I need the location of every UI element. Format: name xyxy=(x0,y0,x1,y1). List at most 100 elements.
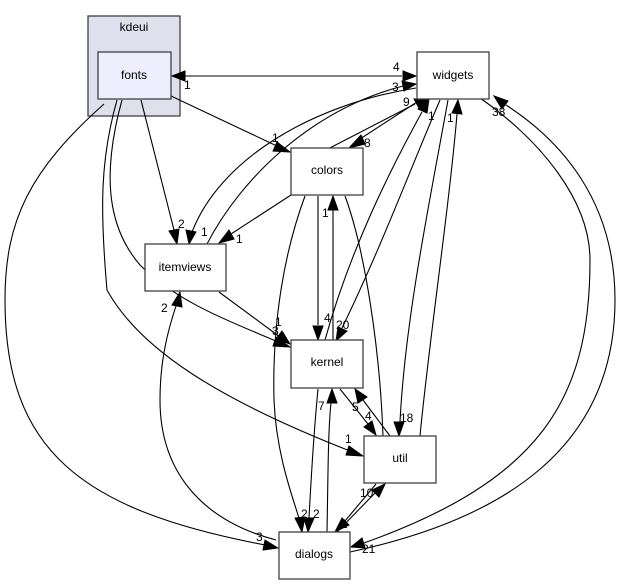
edge-dialogs-kernel[interactable] xyxy=(326,402,332,533)
edge-label: 1 xyxy=(345,432,352,446)
arrowhead xyxy=(217,229,235,244)
edge-label: 1 xyxy=(428,109,435,123)
edges: 1 4 1 2 3 1 3 3 1 9 8 xyxy=(4,60,616,556)
arrowhead xyxy=(312,325,324,342)
node-label: util xyxy=(392,451,407,465)
edge-itemviews-widgets[interactable] xyxy=(206,85,404,245)
edge-label: 21 xyxy=(362,542,376,556)
edge-fonts-kernel[interactable] xyxy=(109,99,279,343)
arrowhead xyxy=(363,420,377,437)
edge-itemviews-kernel[interactable] xyxy=(218,291,281,338)
edge-colors-util[interactable] xyxy=(344,195,384,437)
edge-label: 3 xyxy=(392,80,399,94)
edge-fonts-dialogs[interactable] xyxy=(4,103,266,546)
node-box[interactable] xyxy=(416,51,490,100)
edge-label: 1 xyxy=(201,225,208,239)
arrowhead xyxy=(168,228,180,246)
edge-label: 18 xyxy=(400,411,414,425)
edge-colors-dialogs[interactable] xyxy=(273,195,306,519)
arrowhead xyxy=(354,387,368,404)
node-fonts[interactable]: fonts xyxy=(97,51,172,100)
node-label: colors xyxy=(311,163,343,177)
node-itemviews[interactable]: itemviews xyxy=(144,243,227,292)
edge-util-dialogs[interactable] xyxy=(344,483,377,522)
edge-label: 20 xyxy=(336,318,350,332)
edge-dialogs-widgets[interactable] xyxy=(349,104,616,553)
node-label: itemviews xyxy=(159,260,212,274)
arrowhead xyxy=(262,539,280,551)
edge-util-kernel[interactable] xyxy=(362,399,391,437)
edge-label: 9 xyxy=(403,95,410,109)
edge-label: 8 xyxy=(364,136,371,150)
edge-label: 1 xyxy=(275,315,282,329)
edge-label: 1 xyxy=(447,111,454,125)
node-box[interactable] xyxy=(278,531,351,580)
edge-colors-widgets[interactable] xyxy=(321,103,416,153)
edge-widgets-dialogs[interactable] xyxy=(363,97,591,544)
edge-label: 10 xyxy=(360,486,374,500)
arrowhead xyxy=(275,330,292,345)
edge-label: 7 xyxy=(318,399,325,413)
edge-colors-itemviews[interactable] xyxy=(230,194,292,235)
edge-label: 1 xyxy=(341,517,348,531)
node-colors[interactable]: colors xyxy=(290,147,364,196)
edge-kernel-dialogs[interactable] xyxy=(308,388,319,519)
node-box[interactable] xyxy=(290,147,364,196)
edge-fonts-colors[interactable] xyxy=(170,95,280,148)
edge-widgets-colors[interactable] xyxy=(359,99,421,140)
edge-label: 4 xyxy=(393,60,400,74)
arrowhead xyxy=(303,517,315,534)
node-box[interactable] xyxy=(97,51,172,100)
edge-dialogs-itemviews[interactable] xyxy=(159,305,277,541)
edge-fonts-util[interactable] xyxy=(102,99,351,452)
edge-widgets-kernel[interactable] xyxy=(341,99,441,329)
edge-label: 3 xyxy=(256,530,263,544)
node-widgets[interactable]: widgets xyxy=(416,51,490,100)
arrowhead xyxy=(401,80,418,92)
node-label: dialogs xyxy=(295,547,333,561)
edge-label: 2 xyxy=(161,301,168,315)
cluster-label: kdeui xyxy=(120,20,149,34)
arrowhead xyxy=(393,421,405,438)
node-box[interactable] xyxy=(363,435,437,484)
arrowhead xyxy=(402,70,418,82)
arrowhead xyxy=(185,229,197,246)
node-util[interactable]: util xyxy=(363,435,437,484)
edge-label: 2 xyxy=(313,507,320,521)
edge-label: 4 xyxy=(365,409,372,423)
edge-label: 1 xyxy=(272,131,279,145)
edge-widgets-util[interactable] xyxy=(399,99,449,423)
node-box[interactable] xyxy=(144,243,227,292)
arrowhead xyxy=(345,445,365,457)
edge-fonts-itemviews[interactable] xyxy=(140,99,175,231)
arrowhead xyxy=(170,70,186,82)
edge-label: 2 xyxy=(301,507,308,521)
arrowhead xyxy=(327,194,339,211)
arrowhead xyxy=(417,97,430,114)
edge-label: 2 xyxy=(178,217,185,231)
edge-label: 1 xyxy=(184,78,191,92)
edge-label: 1 xyxy=(236,232,243,246)
node-label: widgets xyxy=(432,68,474,82)
arrowhead xyxy=(171,290,183,308)
edge-label: 4 xyxy=(324,311,331,325)
edge-widgets-itemviews[interactable] xyxy=(191,87,417,233)
node-kernel[interactable]: kernel xyxy=(290,339,364,389)
arrowhead xyxy=(333,517,350,534)
arrowhead xyxy=(294,516,306,534)
node-label: fonts xyxy=(121,68,147,82)
edge-util-widgets[interactable] xyxy=(419,113,458,437)
arrowhead xyxy=(371,482,387,498)
arrowhead xyxy=(492,95,509,110)
arrowhead xyxy=(326,387,338,404)
node-label: kernel xyxy=(311,355,344,369)
arrowhead xyxy=(347,134,366,149)
node-dialogs[interactable]: dialogs xyxy=(278,531,351,580)
node-box[interactable] xyxy=(290,339,364,389)
edge-label: 1 xyxy=(322,206,329,220)
edge-kernel-util[interactable] xyxy=(339,388,369,425)
arrowhead xyxy=(349,537,366,549)
edge-label: 5 xyxy=(352,400,359,414)
edge-kernel-widgets[interactable] xyxy=(324,111,423,341)
